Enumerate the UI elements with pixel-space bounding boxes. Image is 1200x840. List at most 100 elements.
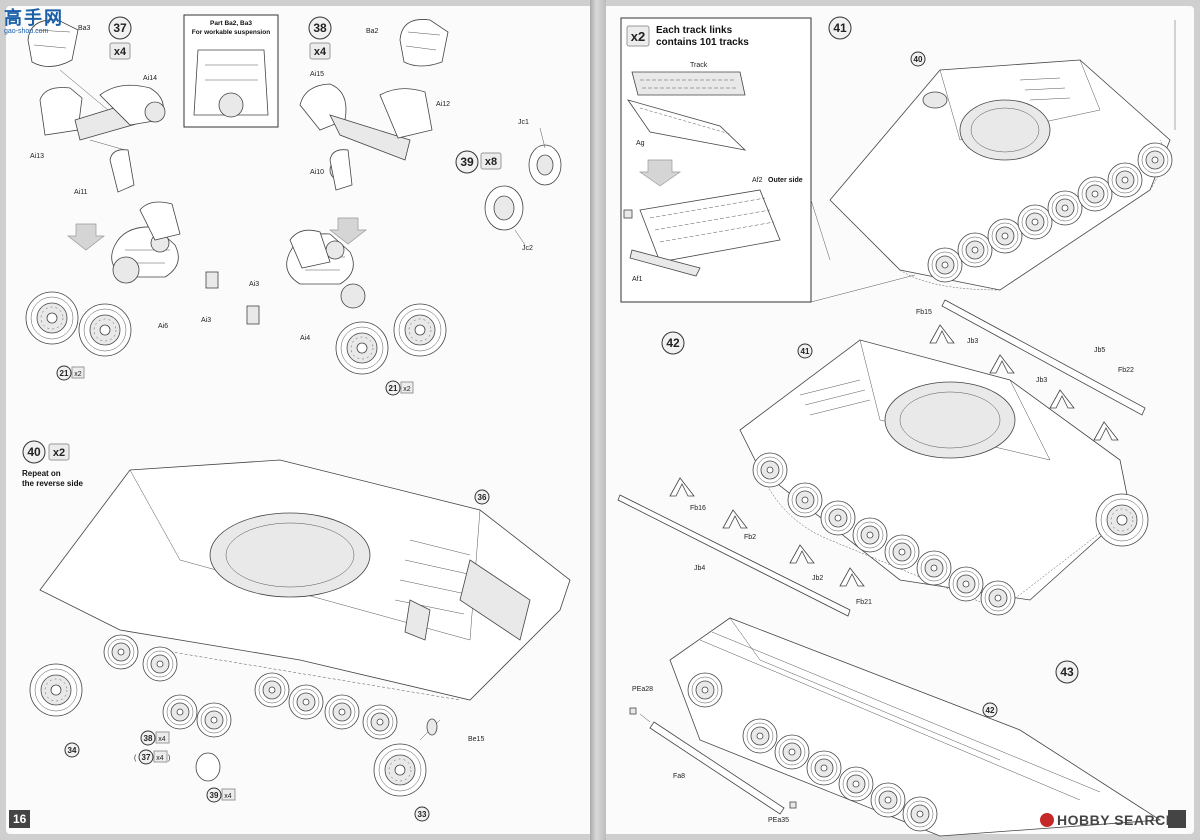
svg-text:40: 40: [914, 55, 923, 64]
svg-text:x2: x2: [53, 447, 65, 459]
svg-text:Fb15: Fb15: [916, 309, 932, 316]
svg-text:For workable suspension: For workable suspension: [192, 29, 270, 36]
step-43-header: 43: [1055, 660, 1079, 684]
svg-text:36: 36: [478, 493, 487, 502]
step-38-suspension-parts: [299, 19, 449, 191]
svg-text:42: 42: [666, 336, 680, 350]
svg-text:Ai4: Ai4: [300, 335, 310, 342]
hobby-search-icon: [1040, 813, 1054, 827]
svg-text:Ai15: Ai15: [310, 71, 324, 78]
svg-text:Ai13: Ai13: [30, 153, 44, 160]
step-42-header: 42: [661, 331, 685, 355]
svg-text:Jc2: Jc2: [522, 245, 533, 252]
svg-text:38: 38: [144, 734, 153, 743]
svg-text:x4: x4: [224, 793, 232, 800]
svg-text:Outer side: Outer side: [768, 177, 803, 184]
svg-text:Ba3: Ba3: [78, 25, 91, 32]
svg-text:Track: Track: [690, 62, 708, 69]
svg-text:41: 41: [801, 347, 810, 356]
step-38-labels: Ba2 Ai15 Ai12 Ai10: [310, 28, 450, 176]
svg-text:PEa28: PEa28: [632, 686, 653, 693]
svg-text:Ai3: Ai3: [249, 281, 259, 288]
svg-text:37: 37: [113, 21, 127, 35]
svg-text:38: 38: [313, 21, 327, 35]
page-number-right-tab: [1168, 810, 1186, 828]
svg-text:Be15: Be15: [468, 736, 484, 743]
svg-text:Ba2: Ba2: [366, 28, 379, 35]
svg-text:Part Ba2, Ba3: Part Ba2, Ba3: [210, 20, 252, 27]
svg-text:Fb21: Fb21: [856, 599, 872, 606]
svg-text:Ai6: Ai6: [158, 323, 168, 330]
step-39-idler-wheel: Jc1 Jc2: [484, 119, 562, 252]
svg-text:Jb3: Jb3: [967, 338, 978, 345]
svg-text:Jb5: Jb5: [1094, 347, 1105, 354]
svg-text:39: 39: [210, 791, 219, 800]
watermark-bottom-right-text: HOBBY SEARCH: [1057, 812, 1177, 828]
svg-text:x4: x4: [156, 755, 164, 762]
step-43-hull-underside: 42 PEa28 Fa8 PEa35: [629, 617, 1162, 837]
svg-text:40: 40: [27, 445, 41, 459]
svg-text:Ai11: Ai11: [74, 189, 88, 196]
step-42-hull-assembly: 41: [739, 339, 1149, 616]
svg-text:x8: x8: [485, 156, 497, 168]
svg-text:Ag: Ag: [636, 140, 645, 147]
step-37-header: 37 x4: [108, 16, 132, 60]
svg-text:Fb16: Fb16: [690, 505, 706, 512]
page-number-left: 16: [9, 810, 31, 828]
step-42-fenders-and-brackets: Fb15 Jb3 Jb5 Jb3 Fb22 Fb16 Fb2 Jb4 Jb2 F…: [617, 299, 1146, 617]
step-40-header: 40 x2 Repeat on the reverse side: [22, 440, 83, 488]
step-40-hull-assembly: [29, 459, 571, 797]
svg-text:37: 37: [142, 753, 151, 762]
svg-text:x2: x2: [403, 386, 411, 393]
ref-21-left: 21 x2: [56, 365, 85, 381]
track-links-box: x2 Each track links contains 101 tracks …: [620, 17, 916, 303]
svg-text:Ai14: Ai14: [143, 75, 157, 82]
step-37-labels: Ba3 Ai14 Ai13 Ai11: [30, 25, 157, 196]
watermark-top-left-url: gao-shou.com: [4, 28, 49, 35]
wheel-pair-assembly-1: Ai3 Ai6: [25, 201, 219, 357]
svg-text:41: 41: [833, 21, 847, 35]
watermark-top-left-logo: 高手网: [4, 8, 64, 28]
down-arrows-left: [66, 217, 368, 251]
step-38-header: 38 x4: [308, 16, 332, 60]
step-40-labels: 36 34 Be15 38 x4 ( 37 x4 ) 39 x4 33: [64, 489, 490, 822]
svg-text:Jb4: Jb4: [694, 565, 705, 572]
svg-text:33: 33: [418, 810, 427, 819]
step-41-hull-with-tracks: 40: [829, 20, 1176, 291]
svg-text:the reverse side: the reverse side: [22, 479, 83, 488]
svg-text:21: 21: [389, 384, 398, 393]
svg-text:): ): [168, 755, 170, 762]
svg-text:x4: x4: [314, 46, 327, 58]
svg-text:Jc1: Jc1: [518, 119, 529, 126]
svg-text:Ai10: Ai10: [310, 169, 324, 176]
step-41-header: 41: [828, 16, 852, 40]
ref-21-right: 21 x2: [385, 380, 414, 396]
workable-suspension-inset: Part Ba2, Ba3 For workable suspension: [183, 14, 279, 128]
svg-text:Af1: Af1: [632, 276, 643, 283]
watermark-bottom-right: HOBBY SEARCH: [1040, 812, 1176, 828]
svg-text:42: 42: [986, 706, 995, 715]
svg-text:contains 101 tracks: contains 101 tracks: [656, 37, 749, 48]
svg-text:34: 34: [68, 746, 77, 755]
svg-text:Ai12: Ai12: [436, 101, 450, 108]
wheel-pair-assembly-2: Ai3 Ai4: [246, 229, 447, 375]
svg-text:x2: x2: [74, 371, 82, 378]
svg-text:x2: x2: [631, 29, 645, 44]
svg-text:43: 43: [1060, 665, 1074, 679]
page-gutter: [590, 0, 606, 840]
svg-text:Jb3: Jb3: [1036, 377, 1047, 384]
svg-text:PEa35: PEa35: [768, 817, 789, 824]
svg-text:Repeat on: Repeat on: [22, 469, 61, 478]
watermark-top-left: 高手网 gao-shou.com: [4, 4, 64, 35]
svg-text:Jb2: Jb2: [812, 575, 823, 582]
svg-text:Ai3: Ai3: [201, 317, 211, 324]
svg-text:x4: x4: [158, 736, 166, 743]
svg-text:(: (: [134, 755, 137, 762]
svg-text:39: 39: [460, 155, 474, 169]
step-39-header: 39 x8: [455, 150, 502, 174]
step-37-suspension-parts: [27, 19, 166, 193]
svg-text:Fa8: Fa8: [673, 773, 685, 780]
svg-text:Each track links: Each track links: [656, 25, 733, 36]
